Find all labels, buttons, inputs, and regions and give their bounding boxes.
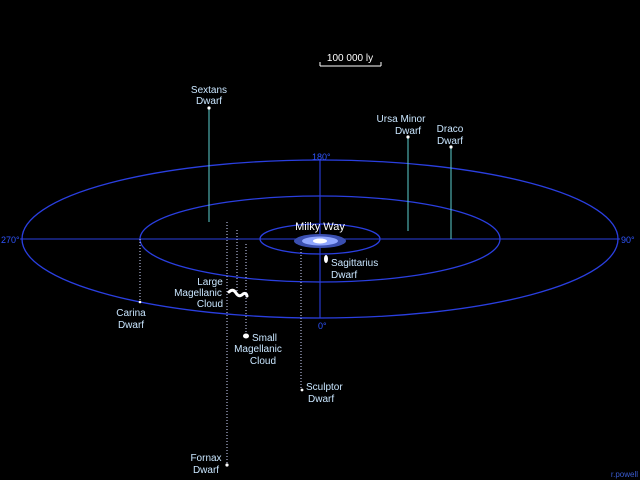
degree-top-label: 180° bbox=[312, 152, 331, 162]
sculptor-label-1: Sculptor bbox=[306, 382, 343, 393]
sextans-label-1: Sextans bbox=[191, 85, 227, 96]
lmc-label-3: Cloud bbox=[197, 299, 223, 310]
sculptor-label-2: Dwarf bbox=[308, 394, 334, 405]
milky-way-label: Milky Way bbox=[295, 221, 345, 233]
draco-marker bbox=[449, 145, 453, 149]
carina-label-2: Dwarf bbox=[118, 320, 144, 331]
ursa-minor-label-2: Dwarf bbox=[395, 126, 421, 137]
draco-label-2: Dwarf bbox=[437, 136, 463, 147]
sagittarius-label-1: Sagittarius bbox=[331, 258, 378, 269]
fornax-marker bbox=[225, 463, 229, 467]
scale-bar: 100 000 ly bbox=[319, 53, 382, 67]
fornax-label-1: Fornax bbox=[190, 453, 221, 464]
degree-left-label: 270° bbox=[1, 235, 20, 245]
lmc-label-1: Large bbox=[197, 277, 223, 288]
sculptor-marker bbox=[300, 388, 304, 392]
milky-way-core bbox=[313, 238, 327, 244]
sextans-marker bbox=[207, 106, 211, 110]
sagittarius-label-2: Dwarf bbox=[331, 270, 357, 281]
milky-way: Milky Way bbox=[294, 221, 346, 248]
smc-label-3: Cloud bbox=[250, 356, 276, 367]
sagittarius-marker bbox=[324, 255, 328, 263]
ursa-minor-label-1: Ursa Minor bbox=[377, 114, 427, 125]
degree-bottom-label: 0° bbox=[318, 321, 327, 331]
fornax-label-2: Dwarf bbox=[193, 465, 219, 476]
degree-right-label: 90° bbox=[621, 235, 635, 245]
lmc-label-2: Magellanic bbox=[174, 288, 222, 299]
credit-text: r.powell bbox=[611, 470, 638, 479]
smc-label-2: Magellanic bbox=[234, 344, 282, 355]
sextans-label-2: Dwarf bbox=[196, 96, 222, 107]
carina-marker bbox=[138, 300, 142, 304]
lmc-marker bbox=[227, 288, 249, 298]
scale-label: 100 000 ly bbox=[327, 53, 373, 64]
carina-label-1: Carina bbox=[116, 308, 146, 319]
draco-label-1: Draco bbox=[437, 124, 464, 135]
smc-marker bbox=[243, 333, 249, 339]
smc-label-1: Small bbox=[252, 333, 277, 344]
ursa-minor-marker bbox=[406, 135, 410, 139]
